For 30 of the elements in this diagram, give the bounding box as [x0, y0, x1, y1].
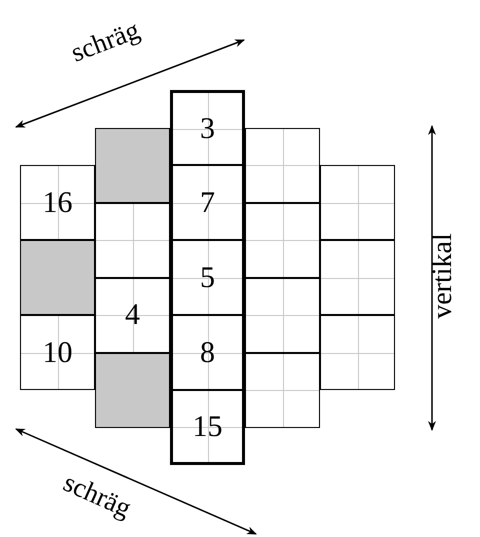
- number-cell: [20, 315, 95, 390]
- number-cell: [20, 165, 95, 240]
- shaded-cell: [95, 352, 170, 428]
- cell-number: 16: [42, 188, 72, 218]
- cell-number: 15: [192, 412, 222, 442]
- empty-cell: [245, 278, 320, 352]
- empty-cell: [320, 315, 395, 390]
- empty-cell: [245, 128, 320, 202]
- empty-cell: [320, 240, 395, 315]
- number-cell: [170, 90, 245, 165]
- empty-cell: [245, 202, 320, 278]
- number-cell: [170, 315, 245, 390]
- number-cell: [170, 390, 245, 465]
- number-cell: [170, 240, 245, 315]
- shaded-cell: [20, 240, 95, 315]
- empty-cell: [95, 202, 170, 278]
- direction-label: vertikal: [428, 233, 457, 319]
- cell-number: 10: [42, 338, 72, 368]
- cell-number: 5: [200, 262, 215, 292]
- empty-cell: [245, 352, 320, 428]
- direction-label: schräg: [60, 468, 135, 522]
- number-cell: [95, 278, 170, 352]
- number-cell: [170, 165, 245, 240]
- cell-number: 3: [200, 114, 215, 144]
- cell-number: 4: [125, 300, 140, 330]
- cell-number: 8: [200, 338, 215, 368]
- shaded-cell: [95, 128, 170, 202]
- cell-number: 7: [200, 188, 215, 218]
- empty-cell: [320, 165, 395, 240]
- direction-label: schräg: [68, 16, 143, 67]
